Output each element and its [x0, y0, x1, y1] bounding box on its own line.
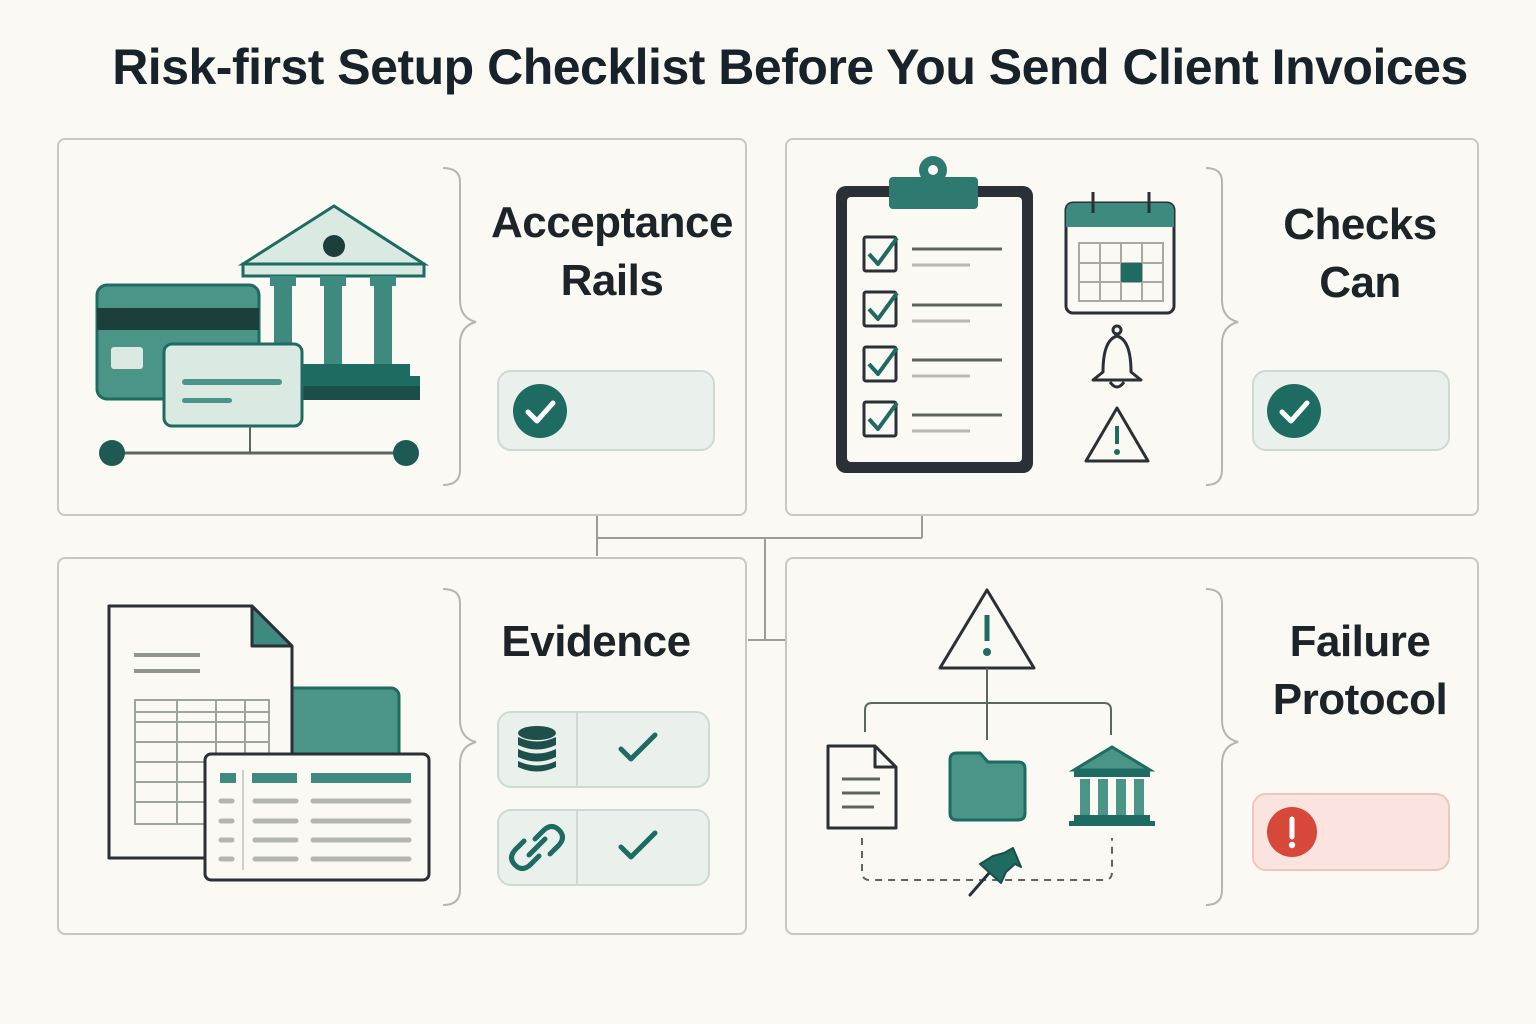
warning-icon — [938, 588, 1036, 670]
label-failure-protocol: Failure Protocol — [1272, 617, 1448, 724]
bank-icon — [237, 204, 430, 400]
dashed-link — [861, 838, 1113, 881]
evidence-row-database — [497, 711, 710, 788]
pushpin-icon — [968, 847, 1022, 897]
label-acceptance-rails: Acceptance Rails — [490, 198, 734, 305]
evidence-row-link — [497, 809, 710, 886]
invoice-card-icon — [162, 342, 304, 428]
checkbox-checked-icon — [862, 290, 1002, 328]
evidence-row-database-content — [518, 713, 658, 786]
link-icon — [509, 824, 565, 871]
ledger-table-icon — [203, 752, 431, 882]
bank-icon — [1068, 745, 1156, 826]
bell-icon — [1091, 324, 1143, 389]
check-icon — [618, 732, 658, 762]
page-title: Risk-first Setup Checklist Before You Se… — [112, 39, 1468, 95]
exclamation-icon — [1267, 807, 1317, 857]
evidence-row-link-content — [509, 811, 658, 884]
folder-icon — [948, 751, 1027, 822]
checkbox-checked-icon — [862, 400, 1002, 438]
check-icon — [513, 384, 567, 438]
escalation-tree — [864, 668, 1112, 740]
label-evidence: Evidence — [501, 617, 691, 666]
rail-connector — [99, 426, 419, 466]
checkbox-checked-icon — [862, 345, 1002, 383]
database-icon — [518, 726, 556, 772]
checkbox-checked-icon — [862, 235, 1002, 273]
check-icon — [1267, 384, 1321, 438]
document-icon — [826, 744, 898, 830]
panel-failure-protocol — [785, 557, 1479, 935]
warning-icon — [1084, 406, 1150, 463]
calendar-icon — [1064, 192, 1176, 315]
clipboard-checklist-icon — [836, 156, 1033, 473]
check-icon — [618, 830, 658, 860]
label-checks-can: Checks Can — [1283, 200, 1437, 307]
